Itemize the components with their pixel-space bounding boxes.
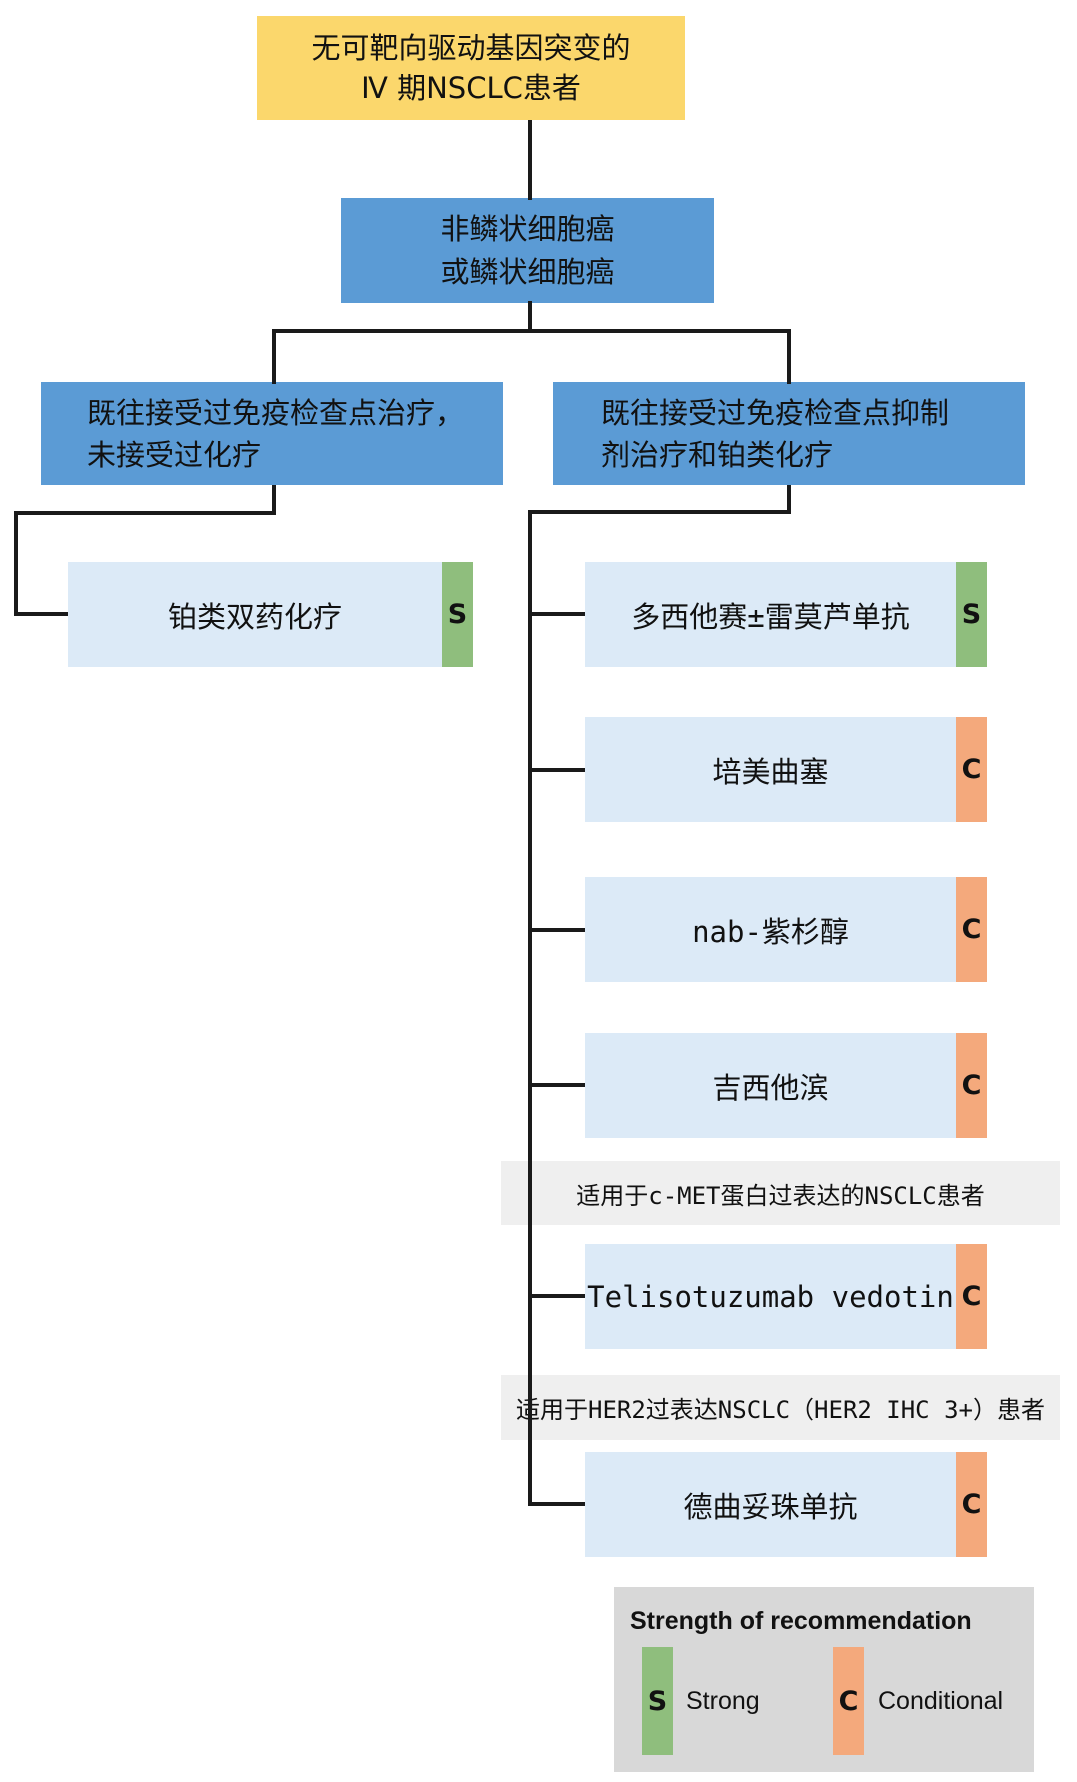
- connector-stub-3: [528, 928, 585, 932]
- strength-badge: C: [956, 1452, 987, 1557]
- treatment-box-docetaxel-ramucirumab: 多西他赛±雷莫芦单抗 S: [585, 562, 987, 667]
- connector-left-elbow-v1: [272, 485, 276, 515]
- connector-right-elbow-v: [787, 485, 791, 514]
- connector-stub-1: [528, 612, 585, 616]
- condition-left-line1: 既往接受过免疫检查点治疗，: [87, 395, 465, 430]
- strength-badge: C: [956, 717, 987, 822]
- legend-strong-swatch: S: [642, 1647, 673, 1755]
- treatment-box-pemetrexed: 培美曲塞 C: [585, 717, 987, 822]
- condition-box-right: 既往接受过免疫检查点抑制 剂治疗和铂类化疗: [553, 382, 1025, 485]
- connector-left-elbow-h2: [14, 612, 68, 616]
- legend-conditional-swatch: C: [833, 1647, 864, 1755]
- connector-right-elbow-h: [528, 510, 791, 514]
- treatment-label: 铂类双药化疗: [167, 599, 342, 634]
- condition-left-line2: 未接受过化疗: [87, 437, 262, 472]
- strength-badge: C: [956, 1244, 987, 1349]
- legend-conditional-label: Conditional: [878, 1686, 1004, 1715]
- histology-box: 非鳞状细胞癌 或鳞状细胞癌: [341, 198, 714, 303]
- connector-left-elbow-h1: [14, 511, 276, 515]
- legend-title: Strength of recommendation: [630, 1607, 972, 1635]
- note-cmet-overexpression: 适用于c-MET蛋白过表达的NSCLC患者: [501, 1161, 1060, 1225]
- connector-root-to-histology: [528, 120, 532, 200]
- connector-histology-down: [528, 301, 532, 333]
- treatment-box-telisotuzumab-vedotin: Telisotuzumab vedotin C: [585, 1244, 987, 1349]
- root-patient-box: 无可靶向驱动基因突变的 Ⅳ 期NSCLC患者: [257, 16, 685, 120]
- treatment-label: 吉西他滨: [712, 1070, 829, 1105]
- legend-strength-of-recommendation: Strength of recommendation S Strong C Co…: [614, 1587, 1034, 1772]
- treatment-box-trastuzumab-deruxtecan: 德曲妥珠单抗 C: [585, 1452, 987, 1557]
- strength-badge: S: [442, 562, 473, 667]
- treatment-box-gemcitabine: 吉西他滨 C: [585, 1033, 987, 1138]
- note-her2-overexpression: 适用于HER2过表达NSCLC（HER2 IHC 3+）患者: [501, 1375, 1060, 1440]
- connector-stub-2: [528, 768, 585, 772]
- strength-badge: C: [956, 877, 987, 982]
- condition-right-line1: 既往接受过免疫检查点抑制: [601, 395, 950, 430]
- treatment-box-nab-paclitaxel: nab-紫杉醇 C: [585, 877, 987, 982]
- root-box-line1: 无可靶向驱动基因突变的: [311, 31, 631, 65]
- histology-line2: 或鳞状细胞癌: [440, 254, 615, 289]
- connector-right-drop: [787, 329, 791, 384]
- condition-box-left: 既往接受过免疫检查点治疗， 未接受过化疗: [41, 382, 503, 485]
- connector-stub-4: [528, 1083, 585, 1087]
- treatment-label: 多西他赛±雷莫芦单抗: [631, 599, 910, 634]
- connector-splitter: [272, 329, 791, 333]
- treatment-box-platinum-doublet: 铂类双药化疗 S: [68, 562, 473, 667]
- histology-line1: 非鳞状细胞癌: [440, 211, 615, 246]
- treatment-label: 培美曲塞: [712, 754, 829, 789]
- connector-stub-5: [528, 1294, 585, 1298]
- root-box-line2: Ⅳ 期NSCLC患者: [361, 71, 581, 105]
- connector-right-trunk: [528, 510, 532, 1506]
- connector-stub-6: [528, 1502, 585, 1506]
- legend-strong-label: Strong: [686, 1686, 760, 1715]
- strength-badge: C: [956, 1033, 987, 1138]
- strength-badge: S: [956, 562, 987, 667]
- connector-left-drop: [272, 329, 276, 384]
- treatment-label: Telisotuzumab vedotin: [587, 1279, 954, 1314]
- connector-left-elbow-v2: [14, 511, 18, 616]
- treatment-label: 德曲妥珠单抗: [683, 1489, 858, 1524]
- condition-right-line2: 剂治疗和铂类化疗: [601, 437, 834, 472]
- treatment-label: nab-紫杉醇: [692, 914, 849, 949]
